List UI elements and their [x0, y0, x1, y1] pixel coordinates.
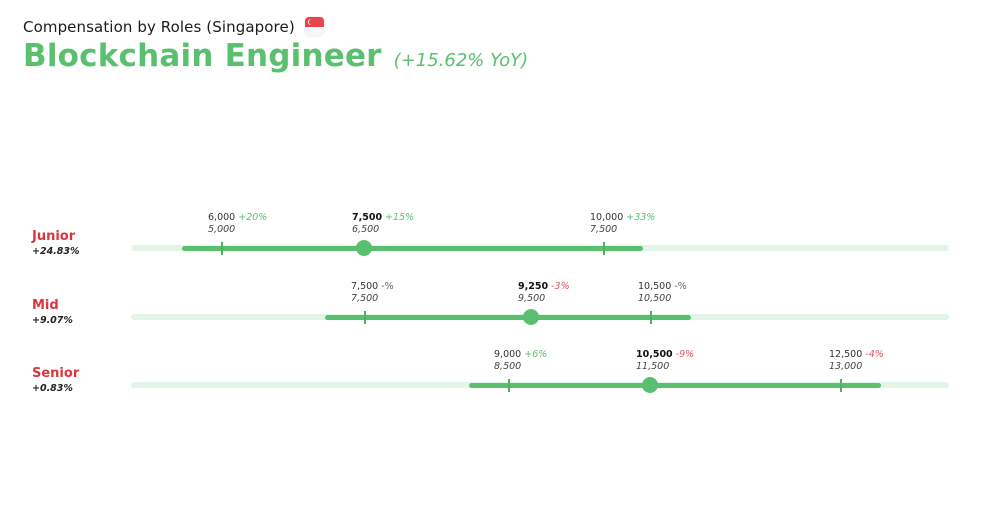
role-label: Senior — [32, 366, 80, 381]
singapore-flag-icon — [304, 17, 324, 36]
median-dot[interactable] — [523, 309, 539, 325]
high-label: 10,500 -% 10,500 — [638, 281, 687, 304]
role-row-mid: Mid +9.07% 7,500 -% 7,500 9,250 -3% 9,50… — [0, 274, 1000, 344]
median-label: 10,500 -9% 11,500 — [636, 349, 695, 372]
high-label: 12,500 -4% 13,000 — [829, 349, 884, 372]
low-tick — [364, 311, 366, 324]
yoy-change: (+15.62% YoY) — [393, 50, 529, 71]
high-label: 10,000 +33% 7,500 — [590, 212, 656, 235]
chart-subtitle: Compensation by Roles (Singapore) — [23, 17, 324, 36]
range-bar — [182, 245, 643, 251]
median-label: 7,500 +15% 6,500 — [352, 212, 415, 235]
role-change: +24.83% — [32, 246, 80, 257]
subtitle-text: Compensation by Roles (Singapore) — [23, 17, 295, 36]
median-dot[interactable] — [356, 240, 372, 256]
role-label: Junior — [32, 229, 76, 244]
role-change: +0.83% — [32, 383, 73, 394]
role-row-senior: Senior +0.83% 9,000 +6% 8,500 10,500 -9%… — [0, 342, 1000, 412]
range-bar — [469, 382, 881, 388]
median-dot[interactable] — [642, 377, 658, 393]
low-tick — [221, 242, 223, 255]
high-tick — [840, 379, 842, 392]
median-label: 9,250 -3% 9,500 — [518, 281, 570, 304]
role-row-junior: Junior +24.83% 6,000 +20% 5,000 7,500 +1… — [0, 205, 1000, 275]
high-tick — [603, 242, 605, 255]
title-row: Blockchain Engineer (+15.62% YoY) — [23, 38, 528, 74]
role-label: Mid — [32, 298, 59, 313]
low-label: 6,000 +20% 5,000 — [208, 212, 268, 235]
range-bar — [325, 314, 691, 320]
high-tick — [650, 311, 652, 324]
page-title: Blockchain Engineer — [23, 38, 382, 74]
low-label: 7,500 -% 7,500 — [351, 281, 394, 304]
low-label: 9,000 +6% 8,500 — [494, 349, 548, 372]
role-change: +9.07% — [32, 315, 73, 326]
low-tick — [508, 379, 510, 392]
